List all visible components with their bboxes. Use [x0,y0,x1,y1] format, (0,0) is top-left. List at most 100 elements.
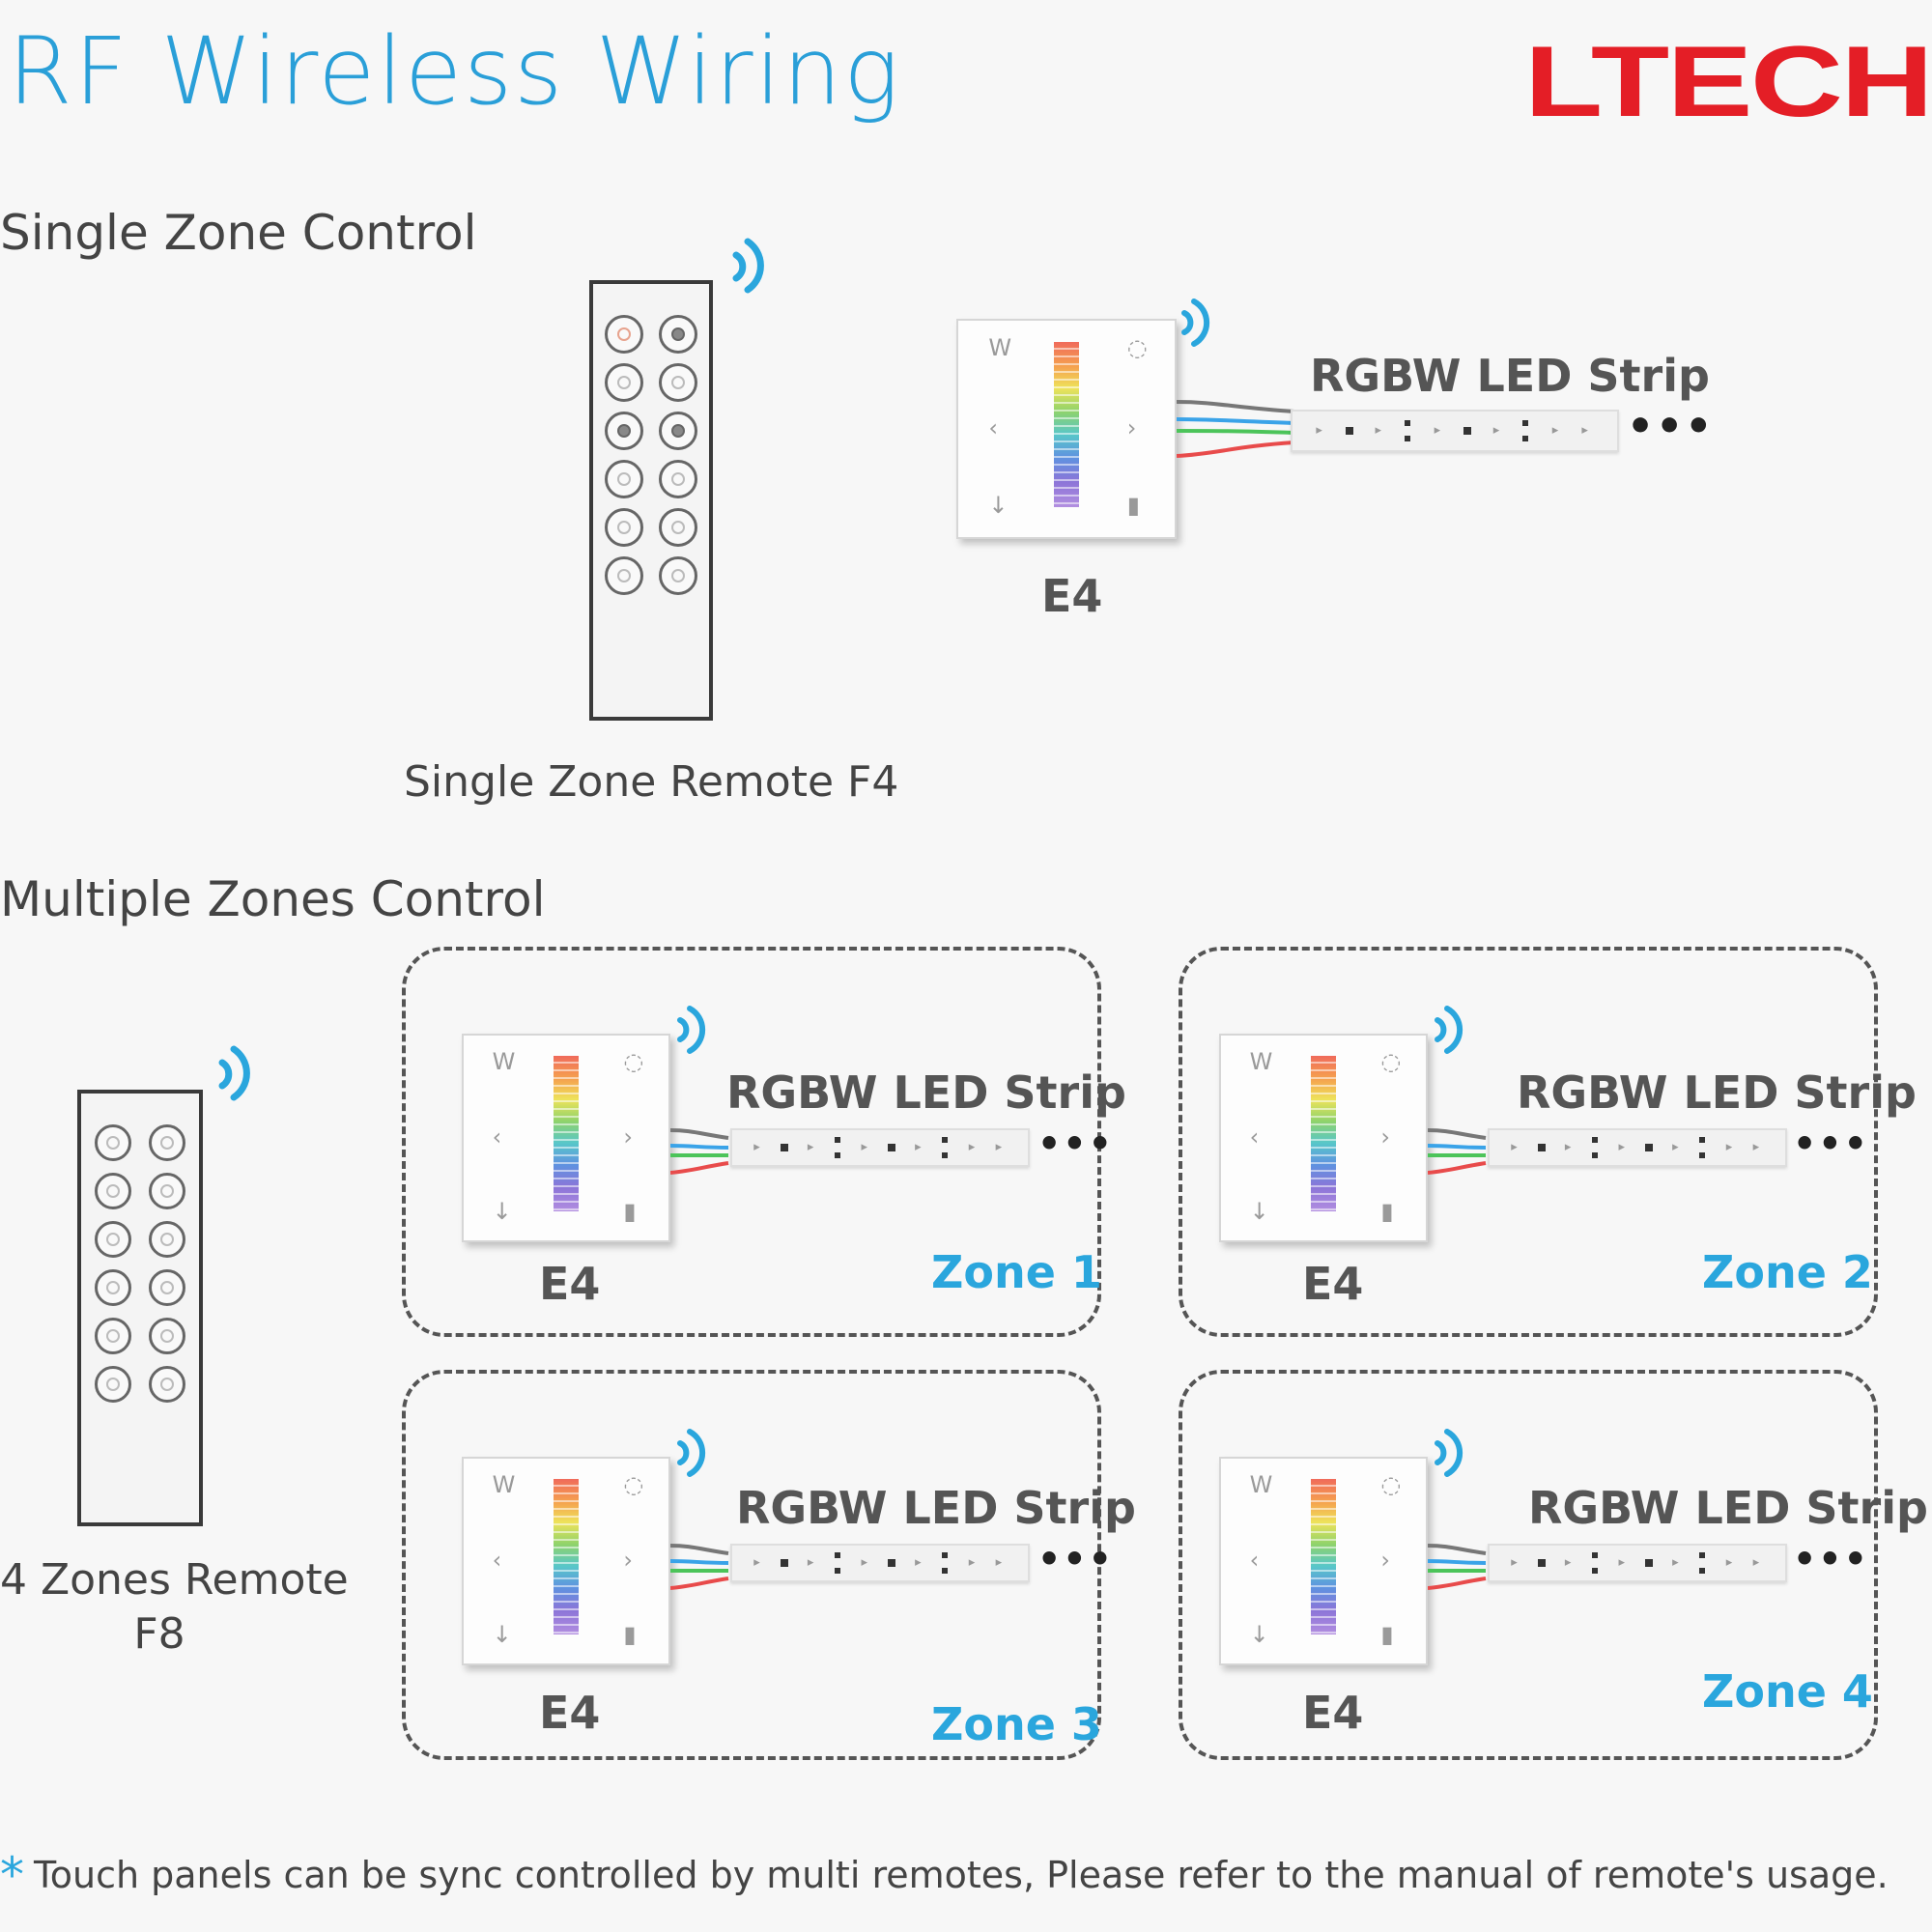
rgbw-wire-icon [1428,1544,1487,1590]
panel-touch-key: ‹ [1249,1547,1260,1575]
panel-touch-key: ◌ [623,1470,644,1498]
strip-contact [1522,420,1529,441]
strip-label: RGBW LED Strip [726,1066,1126,1119]
panel-touch-key: W [1249,1047,1273,1075]
strip-led: ▸ [968,1140,976,1154]
rgbw-wire-icon [670,1544,729,1590]
strip-contact [1698,1552,1705,1574]
strip-contact [1591,1137,1598,1158]
panel-touch-key: W [492,1047,516,1075]
rgbw-led-strip: ▸ ▸ ▸ ▸ ▸ ▸ [1488,1128,1787,1167]
panel-touch-key: W [988,333,1012,361]
strip-contact [1345,427,1353,435]
rgbw-led-strip: ▸▸▸▸▸▸ [730,1544,1030,1582]
remote-button [149,1318,185,1354]
strip-led: ▸ [1316,423,1322,438]
wifi-signal-icon [1435,1429,1463,1477]
remote-button [605,412,643,450]
panel-touch-key: › [623,1547,633,1575]
rgbw-wire-icon [1428,1128,1487,1175]
remote-button [95,1318,131,1354]
wifi-signal-icon [1181,298,1210,347]
strip-led: ▸ [1551,423,1559,438]
strip-contact [941,1552,948,1574]
panel-touch-key: › [623,1123,633,1151]
strip-contact [781,1559,789,1567]
rgbw-led-strip: ▸▸▸▸▸▸ [1488,1544,1787,1582]
remote-button [605,315,643,354]
multi-remote-label-line1: 4 Zones Remote [0,1555,349,1605]
remote-button [659,412,697,450]
remote-button [149,1173,185,1209]
strip-led: ▸ [1564,1140,1572,1154]
footnote: *Touch panels can be sync controlled by … [0,1847,1889,1903]
remote-button [95,1366,131,1403]
strip-contact [888,1144,896,1151]
four-zones-remote-f8 [77,1090,203,1526]
panel-label: E4 [1041,570,1103,622]
remote-button [95,1221,131,1258]
zone-label: Zone 3 [931,1698,1102,1750]
single-zone-remote-f4 [589,280,713,721]
zone-label: Zone 2 [1702,1246,1873,1298]
strip-led: ▸ [968,1555,976,1570]
strip-label: RGBW LED Strip [1310,350,1710,402]
zone-3-box: W◌‹›↓▮ ▸▸▸▸▸▸ ••• RGBW LED Strip E4 Zone… [402,1370,1136,1760]
e4-touch-panel: W◌‹›↓▮ [1219,1034,1428,1242]
strip-contact [1645,1144,1654,1151]
strip-led: ▸ [1511,1555,1518,1570]
zone-1-box: W◌‹›↓▮ ▸▸▸▸▸▸ ••• RGBW LED Strip E4 Zone… [402,947,1126,1337]
panel-label: E4 [539,1687,601,1739]
rgbw-wire-icon [1177,400,1295,458]
strip-led: ▸ [1725,1140,1733,1154]
panel-touch-key: › [1380,1123,1390,1151]
panel-touch-key: ▮ [1380,1197,1394,1225]
strip-label: RGBW LED Strip [736,1482,1136,1534]
strip-led: ▸ [807,1140,814,1154]
strip-led: ▸ [1725,1555,1733,1570]
panel-label: E4 [1302,1687,1364,1739]
strip-led: ▸ [1375,423,1382,438]
wifi-signal-icon [677,1429,706,1477]
single-remote-label: Single Zone Remote F4 [404,757,899,807]
strip-led: ▸ [1672,1555,1679,1570]
remote-button [659,460,697,498]
multiple-zones-heading: Multiple Zones Control [0,871,546,927]
strip-led: ▸ [1618,1140,1626,1154]
color-slider [1054,342,1079,507]
e4-touch-panel: W◌‹›↓▮ [956,319,1177,539]
color-slider [554,1056,579,1212]
remote-button [605,363,643,402]
panel-touch-key: ↓ [492,1197,512,1225]
e4-touch-panel: W◌‹›↓▮ [1219,1457,1428,1665]
strip-continuation: ••• [1793,1122,1869,1165]
strip-continuation: ••• [1037,1122,1114,1165]
panel-touch-key: › [1126,413,1137,441]
strip-label: RGBW LED Strip [1517,1066,1917,1119]
remote-button [605,460,643,498]
remote-button [605,556,643,595]
panel-touch-key: ‹ [492,1547,502,1575]
strip-led: ▸ [1672,1140,1679,1154]
panel-touch-key: ◌ [1126,333,1148,361]
remote-button [149,1269,185,1306]
strip-contact [1645,1559,1654,1567]
color-slider [1311,1056,1336,1212]
panel-touch-key: ◌ [623,1047,644,1075]
remote-button [659,556,697,595]
strip-led: ▸ [1564,1555,1572,1570]
color-slider [554,1479,579,1635]
remote-button [95,1173,131,1209]
remote-button [605,508,643,547]
strip-led: ▸ [1492,423,1500,438]
strip-contact [888,1559,896,1567]
strip-led: ▸ [861,1140,868,1154]
multi-remote-label-line2: F8 [133,1609,185,1659]
strip-led: ▸ [1511,1140,1518,1154]
strip-led: ▸ [1752,1140,1760,1154]
zone-2-box: W◌‹›↓▮ ▸▸▸▸▸▸ ••• RGBW LED Strip E4 Zone… [1179,947,1917,1337]
e4-touch-panel: W◌‹›↓▮ [462,1034,670,1242]
remote-button [659,363,697,402]
strip-led: ▸ [995,1140,1003,1154]
strip-led: ▸ [915,1140,922,1154]
